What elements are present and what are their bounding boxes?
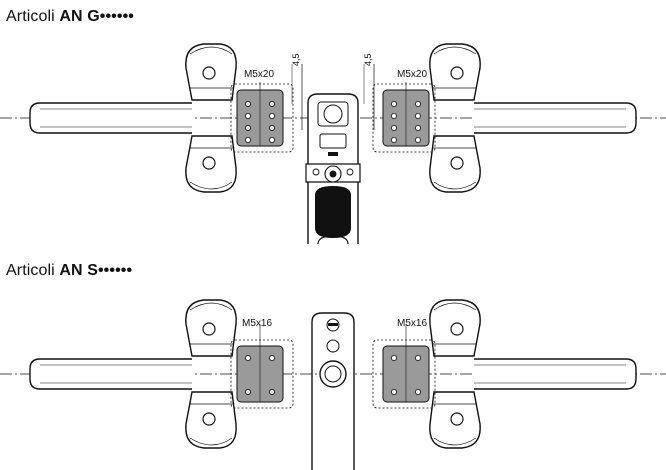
screw-label-right-g: M5x20	[397, 69, 427, 80]
title-prefix: Articoli	[6, 262, 55, 279]
dimension-right-g: 4,5	[363, 53, 375, 130]
lock-body-g	[305, 93, 361, 245]
svg-text:4,5: 4,5	[363, 53, 373, 66]
handle-right-g	[372, 43, 637, 193]
handle-right-s	[372, 299, 637, 449]
handle-left-g	[29, 43, 294, 193]
article-code-g: AN G••••••	[59, 8, 134, 25]
title-prefix: Articoli	[6, 8, 55, 25]
screw-label-left-s: M5x16	[242, 318, 272, 329]
dimension-left-g: 4,5	[291, 53, 303, 130]
lock-body-s	[311, 312, 355, 470]
svg-text:4,5: 4,5	[291, 53, 301, 66]
section-title-g: Articoli AN G••••••	[6, 8, 134, 26]
section-title-s: Articoli AN S••••••	[6, 262, 132, 280]
screw-label-left-g: M5x20	[244, 69, 274, 80]
handle-left-s	[29, 299, 294, 449]
screw-label-right-s: M5x16	[397, 318, 427, 329]
article-code-s: AN S••••••	[59, 262, 133, 279]
